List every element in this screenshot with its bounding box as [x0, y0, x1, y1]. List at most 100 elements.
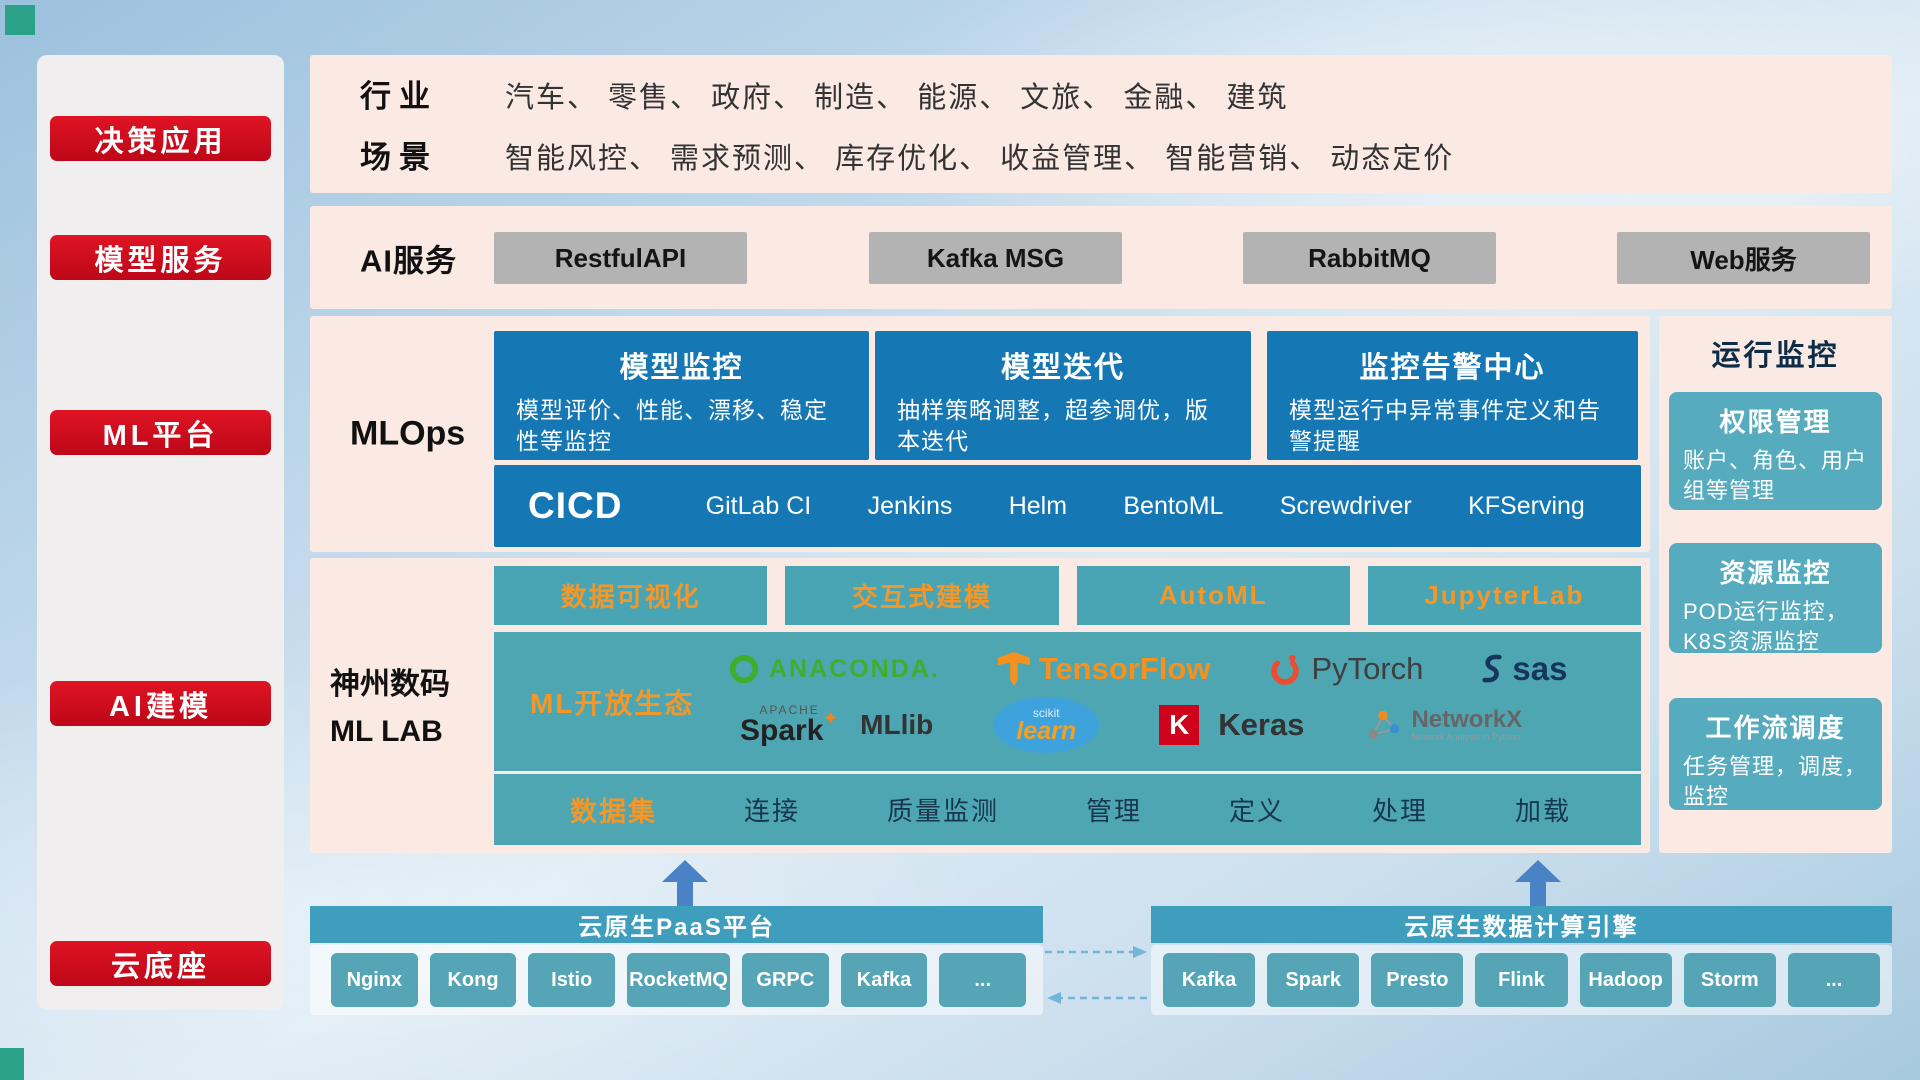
scene-label: 场景	[360, 140, 438, 175]
sas-icon	[1482, 654, 1503, 683]
card-desc: 模型评价、性能、漂移、稳定性等监控	[516, 397, 828, 455]
sidebar-item-cloud-base: 云底座	[50, 941, 271, 986]
paas-btn-istio: Istio	[528, 953, 616, 1007]
tensorflow-icon	[997, 652, 1030, 686]
arrow-head	[1515, 860, 1561, 882]
keras-logo: K Keras	[1159, 705, 1304, 745]
paas-btn-kong: Kong	[429, 953, 517, 1007]
card-title: 模型迭代	[1000, 352, 1125, 384]
data-engine-bar: 云原生数据计算引擎	[1151, 906, 1892, 943]
cicd-tool-helm: Helm	[1008, 491, 1068, 520]
ml-lab-label-line2: ML LAB	[330, 714, 443, 748]
networkx-subtitle: Network Analysis in Python	[1411, 732, 1520, 743]
mlops-panel: MLOps 模型监控 模型评价、性能、漂移、稳定性等监控 模型迭代 抽样策略调整…	[310, 316, 1650, 552]
logo-row-2: APACHE Spark ✦ MLlib scikit learn	[740, 697, 1641, 753]
scikit-learn-icon: scikit learn	[993, 697, 1100, 753]
mllib-wordmark: MLlib	[860, 709, 934, 740]
tool-interactive-modeling: 交互式建模	[785, 566, 1059, 625]
engine-buttons: Kafka Spark Presto Flink Hadoop Storm ..…	[1163, 953, 1880, 1007]
industry-scene-panel: 行业 汽车、 零售、 政府、 制造、 能源、 文旅、 金融、 建筑 场景 智能风…	[310, 55, 1892, 193]
industry-row: 行业 汽车、 零售、 政府、 制造、 能源、 文旅、 金融、 建筑	[360, 71, 1892, 116]
bidirectional-link-arrows	[1045, 946, 1147, 1004]
model-iteration-card: 模型迭代 抽样策略调整，超参调优，版本迭代	[875, 331, 1251, 460]
runtime-monitoring-panel: 运行监控 权限管理 账户、角色、用户组等管理 资源监控 POD运行监控，K8S资…	[1659, 316, 1892, 853]
service-btn-web: Web服务	[1617, 232, 1870, 284]
service-btn-rabbitmq: RabbitMQ	[1243, 232, 1496, 284]
engine-btn-kafka: Kafka	[1163, 953, 1256, 1007]
corner-accent-bottom-left	[0, 1048, 24, 1080]
industry-values: 汽车、 零售、 政府、 制造、 能源、 文旅、 金融、 建筑	[505, 82, 1289, 114]
cicd-tools: GitLab CI Jenkins Helm BentoML Screwdriv…	[677, 492, 1613, 521]
ml-lab-tools: 数据可视化 交互式建模 AutoML JupyterLab	[494, 566, 1641, 625]
ml-open-ecosystem-panel: ML开放生态 ANACONDA. TensorFlow	[494, 632, 1641, 771]
anaconda-wordmark: ANACONDA.	[769, 654, 940, 683]
tensorflow-wordmark: TensorFlow	[1038, 651, 1211, 686]
tensorflow-logo: TensorFlow	[997, 651, 1211, 687]
tool-automl: AutoML	[1076, 566, 1350, 625]
cicd-label: CICD	[528, 485, 623, 526]
spark-text: Spark	[740, 714, 824, 747]
anaconda-logo: ANACONDA.	[728, 653, 940, 685]
up-arrow-engine	[1515, 860, 1561, 906]
pytorch-wordmark: PyTorch	[1311, 651, 1424, 686]
keras-icon: K	[1159, 705, 1200, 745]
dataset-item-connect: 连接	[743, 796, 800, 826]
ai-service-label: AI服务	[360, 243, 457, 278]
engine-btn-hadoop: Hadoop	[1579, 953, 1672, 1007]
dataset-label: 数据集	[570, 797, 657, 827]
paas-platform-bar: 云原生PaaS平台	[310, 906, 1043, 943]
sidebar-item-ai-modeling: AI建模	[50, 681, 271, 726]
ml-lab-label: 神州数码 ML LAB	[330, 662, 450, 755]
cicd-tool-jenkins: Jenkins	[867, 491, 953, 520]
arrow-stem	[677, 882, 693, 906]
keras-wordmark: Keras	[1218, 707, 1305, 742]
paas-buttons: Nginx Kong Istio RocketMQ GRPC Kafka ...	[331, 953, 1027, 1007]
networkx-logo: NetworkX Network Analysis in Python	[1364, 706, 1522, 744]
workflow-scheduling-card: 工作流调度 任务管理，调度，监控	[1669, 698, 1882, 810]
spark-mllib-logo: APACHE Spark ✦ MLlib	[740, 704, 933, 746]
spark-wordmark: APACHE Spark ✦	[740, 704, 839, 746]
sidebar-item-model-service: 模型服务	[50, 235, 271, 280]
sas-logo: sas	[1481, 650, 1567, 688]
networkx-icon	[1369, 710, 1400, 740]
learn-text: learn	[1016, 716, 1077, 745]
card-desc: 账户、角色、用户组等管理	[1683, 448, 1868, 503]
dataset-item-process: 处理	[1371, 796, 1428, 826]
paas-btn-rocketmq: RocketMQ	[627, 953, 730, 1007]
card-title: 工作流调度	[1705, 713, 1846, 743]
pytorch-icon	[1271, 654, 1300, 685]
card-desc: 任务管理，调度，监控	[1683, 754, 1868, 809]
paas-btn-nginx: Nginx	[331, 953, 418, 1007]
corner-accent-top-left	[5, 5, 35, 35]
card-title: 监控告警中心	[1359, 352, 1546, 384]
engine-btn-more: ...	[1787, 953, 1880, 1007]
spark-star-icon: ✦	[822, 708, 840, 730]
dataset-item-define: 定义	[1228, 796, 1285, 826]
cicd-bar: CICD GitLab CI Jenkins Helm BentoML Scre…	[494, 465, 1641, 547]
sidebar-item-ml-platform: ML平台	[50, 410, 271, 455]
model-monitoring-card: 模型监控 模型评价、性能、漂移、稳定性等监控	[494, 331, 869, 460]
arrow-head	[662, 860, 708, 882]
mlops-label: MLOps	[350, 414, 466, 453]
ml-open-ecosystem-label: ML开放生态	[530, 687, 695, 719]
cicd-tool-kfserving: KFServing	[1468, 491, 1585, 520]
arrow-stem	[1530, 882, 1546, 906]
paas-btn-grpc: GRPC	[741, 953, 829, 1007]
paas-btn-kafka: Kafka	[840, 953, 928, 1007]
networkx-wordmark: NetworkX	[1411, 705, 1523, 733]
permission-management-card: 权限管理 账户、角色、用户组等管理	[1669, 392, 1882, 510]
tool-jupyterlab: JupyterLab	[1367, 566, 1641, 625]
engine-btn-spark: Spark	[1267, 953, 1360, 1007]
ml-lab-panel: 神州数码 ML LAB 数据可视化 交互式建模 AutoML JupyterLa…	[310, 558, 1650, 853]
engine-btn-flink: Flink	[1475, 953, 1568, 1007]
engine-btn-presto: Presto	[1371, 953, 1464, 1007]
scene-row: 场景 智能风控、 需求预测、 库存优化、 收益管理、 智能营销、 动态定价	[360, 132, 1892, 177]
service-btn-restfulapi: RestfulAPI	[494, 232, 747, 284]
sidebar-item-decision-apps: 决策应用	[50, 116, 271, 161]
industry-label: 行业	[360, 79, 438, 114]
dataset-item-quality: 质量监测	[886, 796, 999, 826]
dataset-item-manage: 管理	[1085, 796, 1142, 826]
cicd-tool-bentoml: BentoML	[1123, 491, 1224, 520]
card-title: 权限管理	[1719, 407, 1832, 437]
